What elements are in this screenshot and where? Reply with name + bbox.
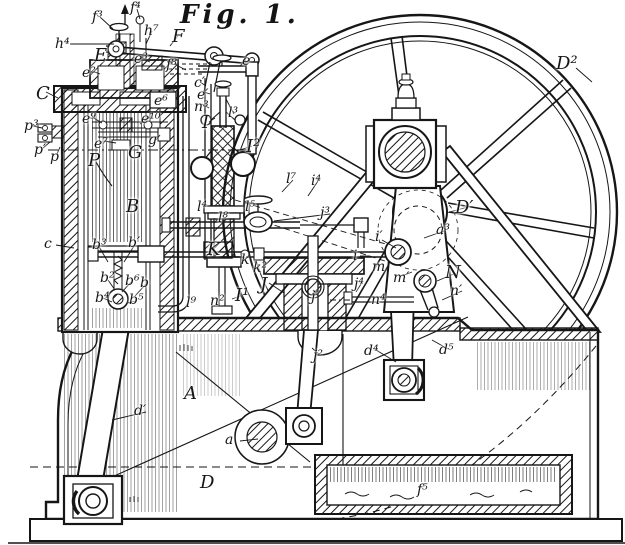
part-label: e⁹ (82, 111, 96, 127)
part-label: d⁵ (439, 342, 454, 358)
part-label: f⁵ (417, 482, 428, 498)
part-label: m′ (393, 270, 410, 286)
part-label: f³ (92, 9, 103, 25)
part-label: e⁶ (154, 93, 168, 109)
part-label: j² (313, 348, 323, 364)
part-label: j′ (311, 289, 319, 305)
part-label: N (445, 262, 461, 283)
part-label: p³ (24, 118, 39, 134)
part-label: I¹ (235, 285, 250, 306)
part-label: a (225, 432, 234, 448)
part-label: B (126, 196, 140, 217)
part-label: G (128, 142, 143, 163)
part-label: l⁸ (218, 210, 229, 226)
part-label: P (88, 150, 101, 171)
part-label: b⁶ (125, 273, 140, 289)
part-label: K (207, 239, 221, 260)
part-label: k (241, 252, 250, 268)
part-label: d′ (134, 403, 147, 419)
lever-center (285, 329, 323, 445)
part-label: b² (100, 270, 115, 286)
part-label: e′ (197, 87, 209, 103)
part-label: e (242, 53, 251, 69)
figure-title: Fig. 1. (180, 0, 300, 30)
part-label: b⁵ (129, 292, 144, 308)
part-label: l⁹ (186, 295, 197, 311)
part-label: p′ (34, 142, 47, 158)
leader-lines (32, 8, 593, 442)
part-label: c (44, 236, 52, 252)
part-label: b′ (128, 235, 141, 251)
part-label: n³ (194, 99, 209, 115)
part-label: g (148, 132, 157, 148)
lever-left (62, 304, 135, 526)
part-label: l³ (228, 105, 239, 121)
part-label: b³ (92, 237, 107, 253)
part-label: e² (82, 65, 96, 81)
part-label: C (36, 83, 50, 104)
part-label: l⁵ (245, 199, 256, 215)
valve-train-mid (87, 195, 397, 263)
part-label: h⁴ (55, 36, 70, 52)
part-label: i′ (375, 229, 383, 245)
part-label: a³ (436, 222, 450, 238)
part-label: D′ (455, 197, 474, 218)
part-label: e⁷ (94, 136, 108, 152)
part-label: e³ (134, 51, 148, 67)
base-pit (314, 454, 573, 515)
part-label: I² (246, 136, 261, 157)
part-label: b⁴ (95, 290, 110, 306)
part-label: A (184, 383, 197, 404)
crosshead-guides (263, 235, 365, 331)
part-label: e¹⁰ (141, 111, 161, 127)
part-label: n⁴ (371, 292, 386, 308)
part-label: i⁴ (311, 173, 322, 189)
part-label: f⁸ (166, 57, 177, 73)
part-label: l⁷ (286, 171, 297, 187)
main-column (330, 73, 459, 318)
part-label: D (200, 472, 215, 493)
piston (88, 245, 148, 310)
part-label: h⁷ (144, 23, 159, 39)
part-label: I (202, 112, 210, 133)
part-label: i (353, 248, 358, 264)
part-label: F (172, 26, 185, 47)
part-label: m (372, 259, 386, 275)
part-label: n′ (450, 283, 463, 299)
part-label: n² (210, 293, 225, 309)
part-label: D² (556, 53, 578, 74)
part-label: d⁴ (364, 343, 379, 359)
flow-arrow-icon (121, 4, 129, 14)
part-label: l⁴ (197, 199, 208, 215)
part-label: J (260, 274, 268, 295)
part-label: b (140, 275, 149, 291)
part-label: j³ (320, 205, 330, 221)
part-label: E (94, 45, 108, 66)
part-label: k² (253, 260, 268, 276)
part-label: c′ (194, 75, 206, 91)
part-label: f⁴ (130, 0, 141, 16)
part-label: j⁴ (354, 276, 364, 292)
part-label: p (50, 149, 59, 165)
